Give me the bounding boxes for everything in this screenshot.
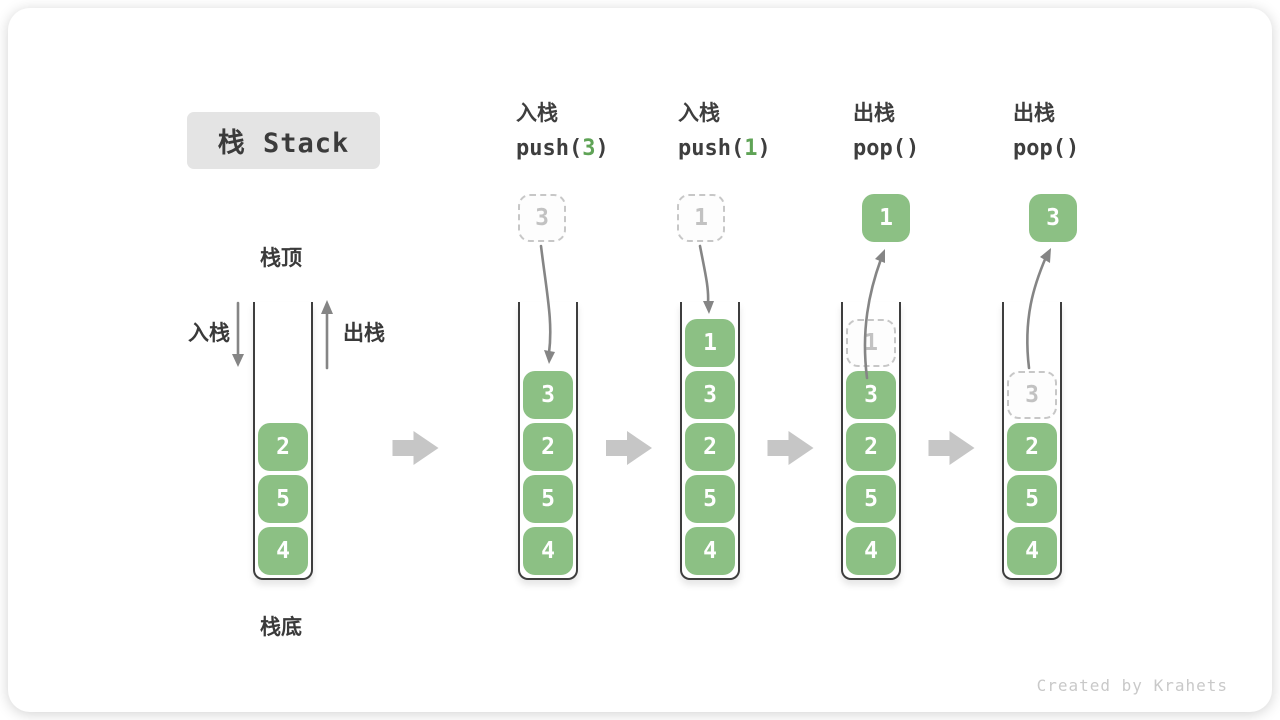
- push-direction-arrow: [232, 301, 244, 367]
- stack-cell-ghost: 1: [846, 319, 896, 367]
- popped-value-box: 1: [862, 194, 910, 242]
- block-arrow-right-icon: [606, 431, 652, 465]
- operation-arg: 3: [582, 136, 596, 161]
- push-side-label: 入栈: [188, 322, 230, 345]
- stack-cell: 3: [685, 371, 735, 419]
- stack-cell-ghost: 3: [1007, 371, 1057, 419]
- operation-label-1: 入栈 push(3): [516, 103, 609, 160]
- operation-label-4: 出栈 pop(): [1013, 103, 1079, 160]
- stack-cell: 5: [846, 475, 896, 523]
- stack-cell: 2: [523, 423, 573, 471]
- stack-cell: 4: [258, 527, 308, 575]
- pop-direction-arrow: [321, 300, 333, 370]
- block-arrow-right-icon: [767, 431, 814, 465]
- diagram-canvas: 栈 Stack 入栈 push(3) 入栈 push(1) 出栈 pop() 出栈 pop()…: [8, 8, 1272, 712]
- stack-top-label: 栈顶: [260, 247, 302, 270]
- stack-cell: 2: [1007, 423, 1057, 471]
- stack-cell: 5: [258, 475, 308, 523]
- stack-cell: 4: [1007, 527, 1057, 575]
- stack-cell: 4: [523, 527, 573, 575]
- stack-bottom-label: 栈底: [260, 616, 302, 639]
- operation-name: 入栈: [516, 102, 558, 125]
- popped-value-box: 3: [1029, 194, 1077, 242]
- operation-code: pop(): [853, 136, 920, 161]
- stack-cell: 4: [846, 527, 896, 575]
- stack-cell: 5: [523, 475, 573, 523]
- operation-label-3: 出栈 pop(): [853, 103, 919, 160]
- stack-cell: 5: [685, 475, 735, 523]
- block-arrow-right-icon: [928, 431, 975, 465]
- stack-cell: 1: [685, 319, 735, 367]
- stack-cell: 2: [685, 423, 735, 471]
- stack-cell: 2: [846, 423, 896, 471]
- operation-code: pop(): [1013, 136, 1080, 161]
- stack-cell: 3: [523, 371, 573, 419]
- operation-code: push(3): [516, 136, 609, 161]
- stack-cell: 5: [1007, 475, 1057, 523]
- stack-cell: 3: [846, 371, 896, 419]
- operation-label-2: 入栈 push(1): [678, 103, 771, 160]
- block-arrow-right-icon: [392, 431, 439, 465]
- watermark: Created by Krahets: [1036, 676, 1228, 695]
- incoming-value-box: 1: [677, 194, 725, 242]
- stack-cell: 4: [685, 527, 735, 575]
- operation-name: 出栈: [853, 102, 895, 125]
- incoming-value-box: 3: [518, 194, 566, 242]
- pop-side-label: 出栈: [343, 322, 385, 345]
- diagram-title: 栈 Stack: [187, 112, 380, 169]
- operation-code: push(1): [678, 136, 771, 161]
- stack-cell: 2: [258, 423, 308, 471]
- operation-name: 入栈: [678, 102, 720, 125]
- operation-arg: 1: [744, 136, 758, 161]
- operation-name: 出栈: [1013, 102, 1055, 125]
